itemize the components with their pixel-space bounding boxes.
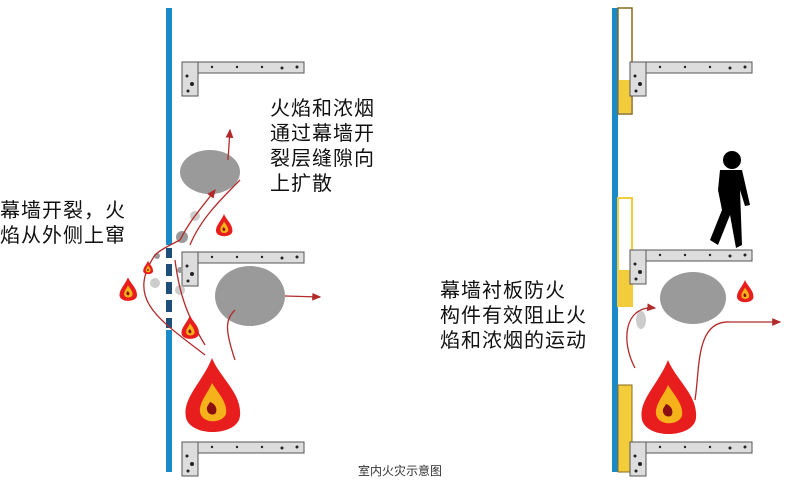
annotation-line: 裂层缝隙向 [270, 146, 375, 170]
annotation-line: 焰从外侧上窜 [0, 223, 126, 247]
fire-icon [216, 214, 233, 237]
fire-icon [119, 277, 138, 301]
annotation-line: 构件有效阻止火 [440, 303, 587, 327]
fire-icon [185, 358, 241, 433]
annotation-line: 焰和浓烟的运动 [440, 328, 587, 352]
annotation-inside: 火焰和浓烟 通过幕墙开 裂层缝隙向 上扩散 [270, 96, 375, 196]
smoke-arrows [143, 128, 322, 361]
floor-slab [181, 61, 305, 97]
annotation-line: 幕墙开裂，火 [0, 198, 126, 222]
fire-icon [143, 260, 154, 275]
floor-slab [629, 441, 753, 477]
floor-slab [181, 441, 305, 477]
smoke-cloud [636, 311, 646, 329]
fire-icon [181, 315, 200, 339]
smoke-cloud [660, 272, 726, 324]
caption: 室内火灾示意图 [358, 464, 443, 478]
smoke-cloud [150, 150, 285, 326]
left-curtain-wall [166, 8, 172, 472]
right-curtain-wall [612, 7, 633, 473]
annotation-outside: 幕墙开裂，火 焰从外侧上窜 [0, 198, 126, 248]
fire-icon [737, 280, 754, 303]
annotation-line: 火焰和浓烟 [270, 96, 375, 120]
fire-icon [641, 360, 697, 435]
annotation-line: 通过幕墙开 [270, 121, 375, 145]
annotation-fire-panel: 幕墙衬板防火 构件有效阻止火 焰和浓烟的运动 [440, 278, 587, 353]
smoke-arrows [626, 303, 782, 401]
person-silhouette [710, 151, 750, 248]
annotation-line: 幕墙衬板防火 [440, 278, 566, 302]
floor-slab [629, 61, 753, 97]
annotation-line: 上扩散 [270, 171, 333, 195]
